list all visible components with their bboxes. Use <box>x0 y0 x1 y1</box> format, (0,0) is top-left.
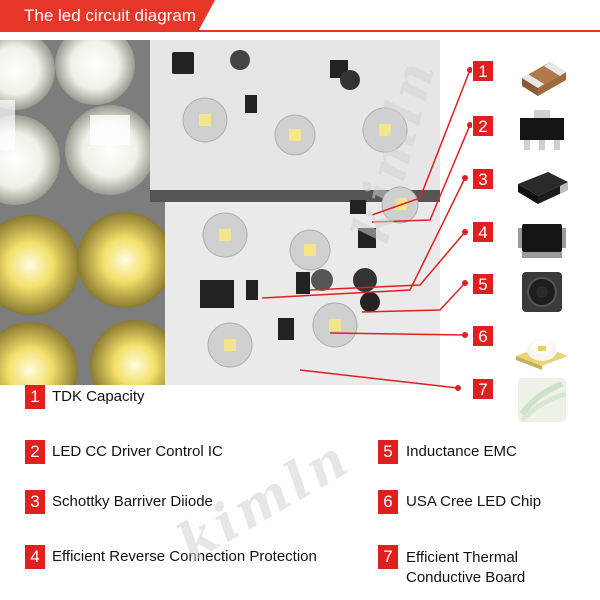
callout-line-1 <box>371 69 471 216</box>
schottky-diode-icon <box>518 172 568 204</box>
inductor-icon <box>522 272 562 312</box>
legend-badge-1: 1 <box>25 385 45 409</box>
callout-line-6 <box>329 332 466 336</box>
callout-line-2 <box>371 124 471 223</box>
circuit-photo <box>0 40 440 385</box>
header: The led circuit diagram <box>0 0 600 32</box>
legend-badge-2: 2 <box>25 440 45 464</box>
callout-badge-2: 2 <box>472 115 494 137</box>
cree-led-chip-icon <box>516 339 568 370</box>
pcb-components <box>172 50 380 340</box>
callout-line-4 <box>309 231 466 291</box>
legend-label-2: LED CC Driver Control IC <box>52 443 223 460</box>
legend-badge-4: 4 <box>25 545 45 569</box>
header-rule <box>0 30 600 32</box>
legend-badge-3: 3 <box>25 490 45 514</box>
thermal-board-icon <box>518 378 567 422</box>
legend-label-1: TDK Capacity <box>52 388 145 405</box>
legend-label-4: Efficient Reverse Connection Protection <box>52 548 317 565</box>
callout-line-5 <box>361 282 466 313</box>
callout-badge-5: 5 <box>472 273 494 295</box>
driver-ic-icon <box>520 110 564 150</box>
callout-badge-6: 6 <box>472 325 494 347</box>
legend-label-7: Efficient Thermal Conductive Board <box>406 549 526 586</box>
smd-capacitor-icon <box>522 62 566 96</box>
callout-badge-3: 3 <box>472 168 494 190</box>
circuit-photo-illustration <box>0 40 440 385</box>
legend-label-3: Schottky Barriver Diiode <box>52 493 213 510</box>
legend-badge-7: 7 <box>378 545 398 569</box>
header-title: The led circuit diagram <box>0 0 215 32</box>
legend-badge-5: 5 <box>378 440 398 464</box>
legend-label-5: Inductance EMC <box>406 443 517 460</box>
legend-badge-6: 6 <box>378 490 398 514</box>
callout-line-3 <box>261 177 466 299</box>
lamp-reflectors <box>0 40 180 385</box>
callout-badge-1: 1 <box>472 60 494 82</box>
callout-badge-7: 7 <box>472 378 494 400</box>
protection-diode-icon <box>518 224 566 258</box>
callout-badge-4: 4 <box>472 221 494 243</box>
callout-line-7 <box>299 369 459 389</box>
legend-label-6: USA Cree LED Chip <box>406 493 542 510</box>
